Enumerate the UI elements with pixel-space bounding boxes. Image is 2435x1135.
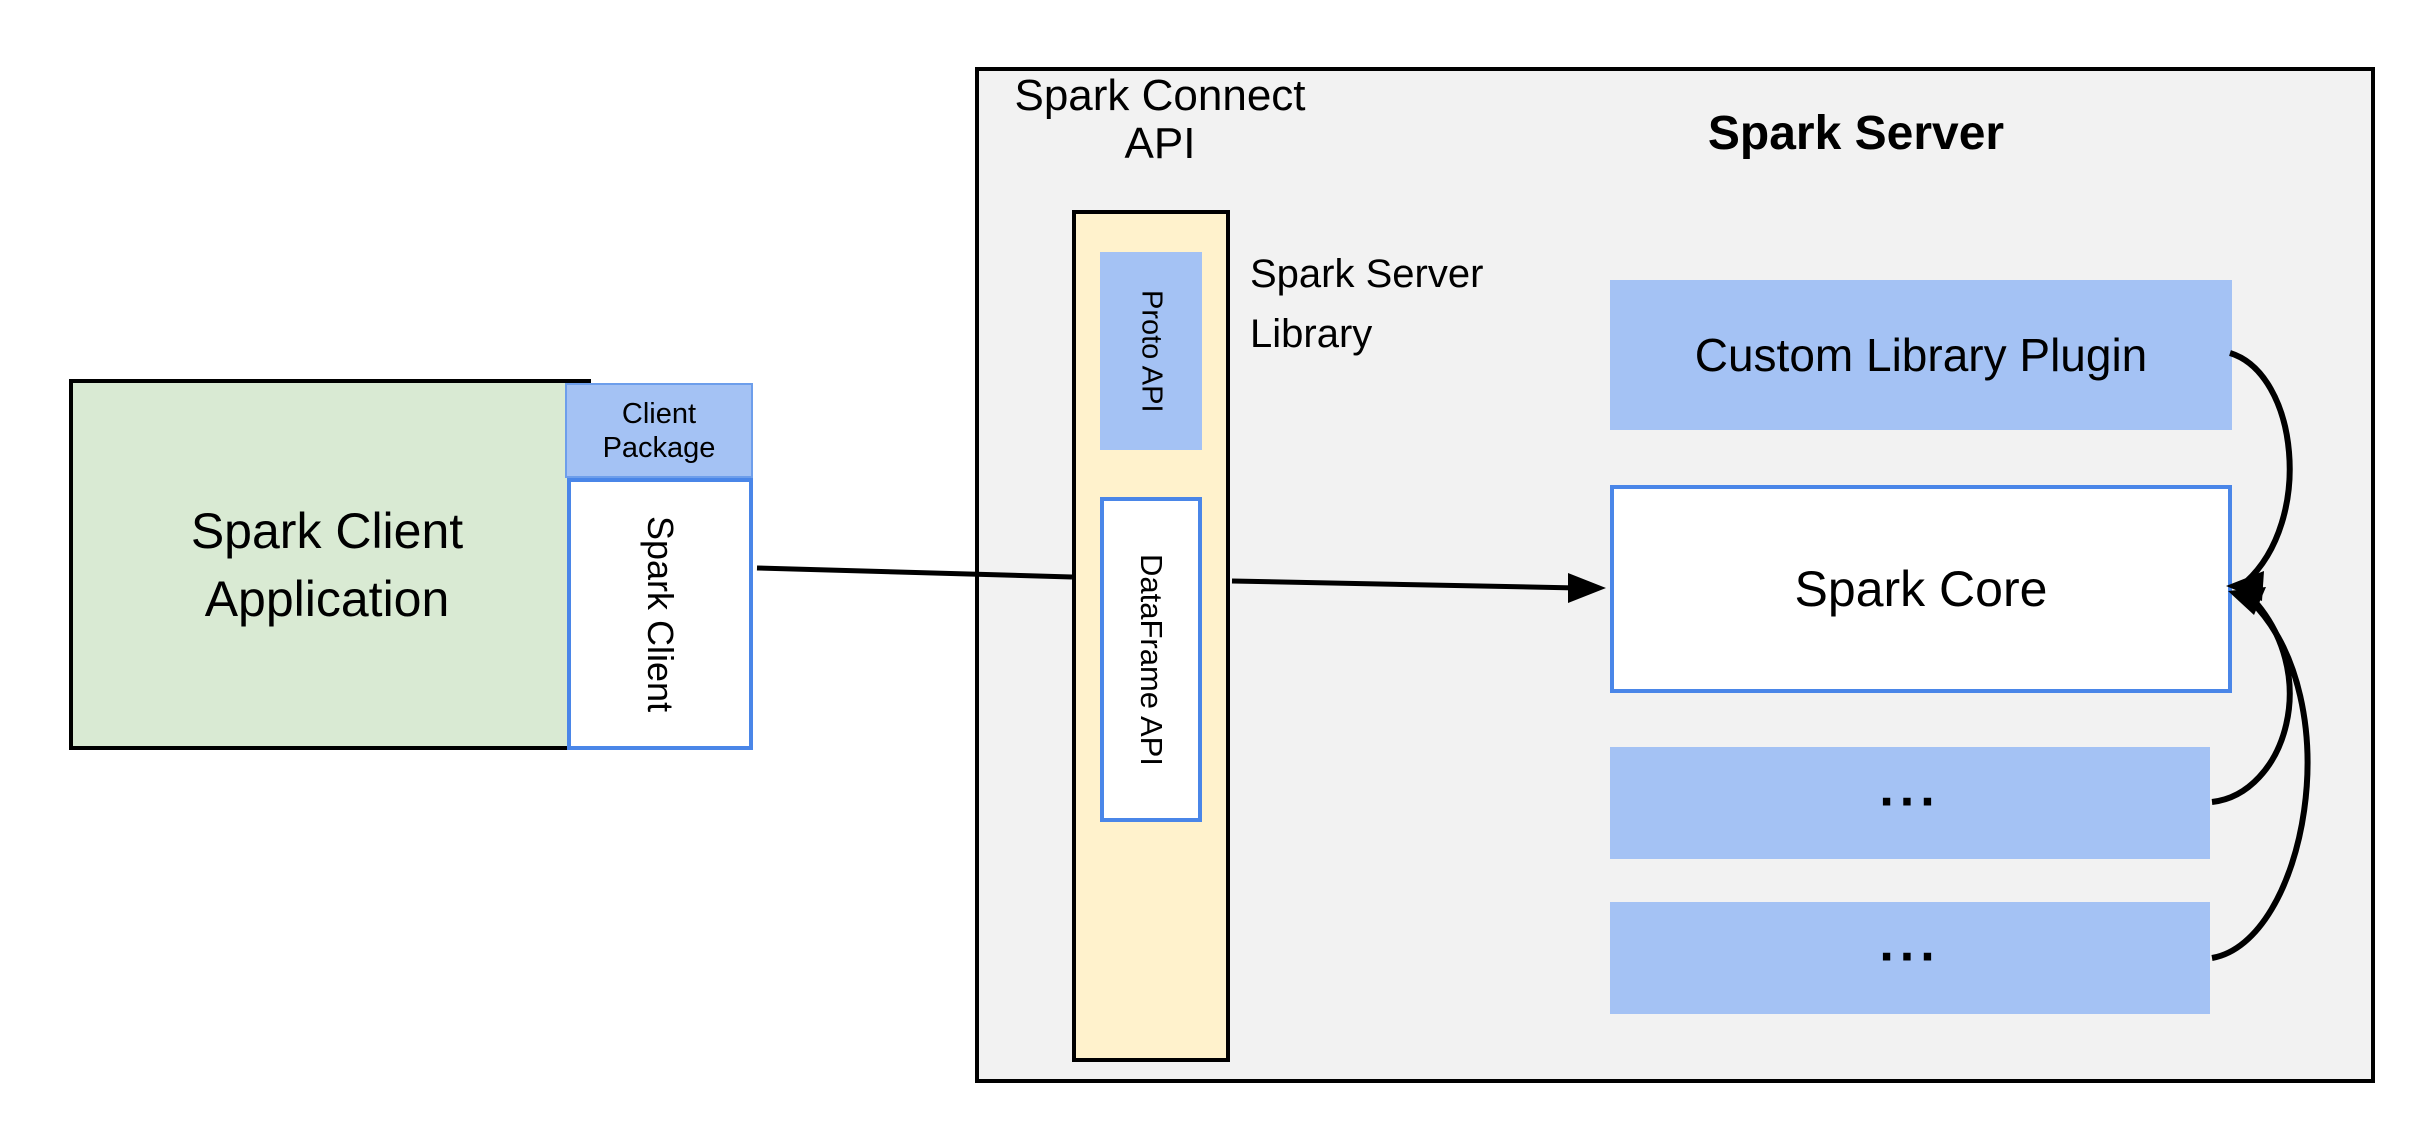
spark-client-application-box <box>69 379 591 750</box>
spark-connect-api-line2: API <box>1124 119 1196 168</box>
dataframe-api-label: DataFrame API <box>1134 553 1169 766</box>
plugin-slot-box-2: ... <box>1610 902 2210 1014</box>
spark-server-library-line1: Spark Server <box>1250 252 1484 296</box>
dataframe-api-box: DataFrame API <box>1100 497 1202 822</box>
spark-client-application-line1: Spark Client <box>190 502 464 559</box>
client-package-line2: Package <box>602 431 716 464</box>
plugin-slot-2-label: ... <box>1879 914 1941 973</box>
proto-api-label: Proto API <box>1135 289 1168 413</box>
spark-connect-api-line1: Spark Connect <box>1014 71 1306 120</box>
custom-library-plugin-label: Custom Library Plugin <box>1694 329 2148 381</box>
client-package-line1: Client <box>621 397 697 430</box>
spark-server-library-line2: Library <box>1250 312 1373 356</box>
plugin-slot-box-1: ... <box>1610 747 2210 859</box>
plugin-slot-1-label: ... <box>1879 759 1941 818</box>
spark-client-application-line2: Application <box>204 570 450 627</box>
spark-client-label: Spark Client <box>640 515 681 713</box>
spark-connect-api-label: Spark Connect API <box>1000 72 1320 168</box>
spark-server-title: Spark Server <box>1707 107 2005 160</box>
custom-library-plugin-box: Custom Library Plugin <box>1610 280 2232 430</box>
spark-core-box: Spark Core <box>1610 485 2232 693</box>
spark-client-box: Spark Client <box>567 478 753 750</box>
spark-server-library-label: Spark Server Library <box>1250 244 1590 364</box>
spark-core-label: Spark Core <box>1794 561 2048 617</box>
spark-client-application-label: Spark Client Application <box>79 379 575 750</box>
client-package-box: Client Package <box>565 383 753 478</box>
proto-api-box: Proto API <box>1100 252 1202 450</box>
